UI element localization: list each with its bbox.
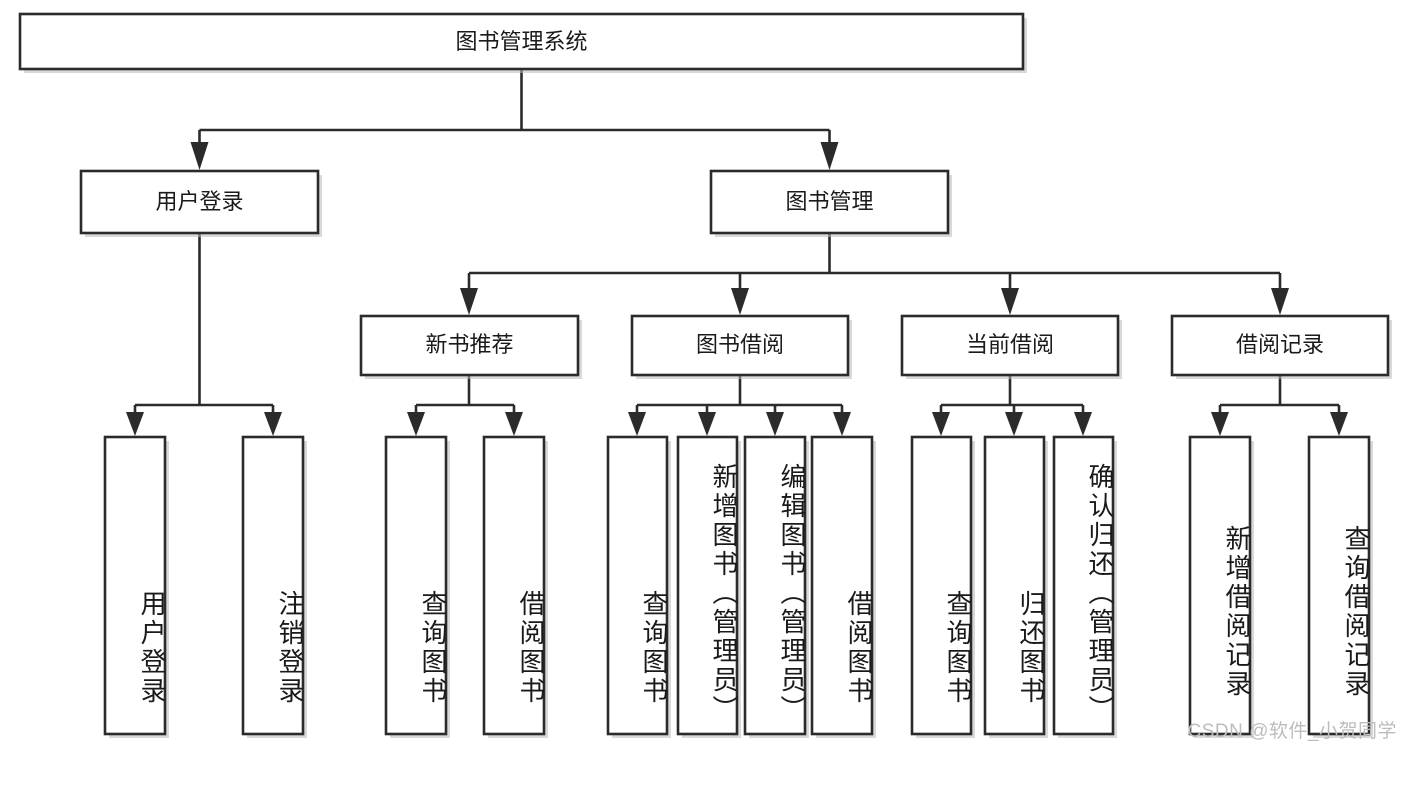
leaf-boxes [103, 435, 1373, 738]
connector-group-new-book-recommend [407, 375, 523, 436]
node-book-manage-rect[interactable] [709, 169, 950, 235]
leaf-return-book-rect[interactable] [983, 435, 1046, 736]
node-new-book-recommend[interactable]: 新书推荐 [359, 314, 582, 379]
leaf-query-book-2-rect[interactable] [606, 435, 669, 736]
node-current-borrow-rect[interactable] [900, 314, 1120, 377]
arrow-head-new-book-recommend [460, 288, 478, 315]
connector-group-book-borrow [628, 375, 851, 436]
connector-group-user-login [126, 233, 282, 436]
leaf-edit-book-rect[interactable] [743, 435, 807, 736]
leaf-query-book-3-rect[interactable] [910, 435, 973, 736]
arrow-head-leaf-query-book-2 [628, 412, 646, 436]
node-borrow-record-rect[interactable] [1170, 314, 1390, 377]
node-book-borrow-rect[interactable] [630, 314, 850, 377]
arrow-head-leaf-confirm-return [1074, 412, 1092, 436]
node-user-login-rect[interactable] [79, 169, 320, 235]
diagram-canvas: 图书管理系统 用户登录 图书管理 新书推荐 图书借阅 当前借阅 [18, 12, 1392, 738]
arrow-head-book-borrow [731, 288, 749, 315]
arrow-head-leaf-add-book [698, 412, 716, 436]
arrow-head-leaf-query-record [1330, 412, 1348, 436]
connector-group-borrow-record [1211, 375, 1348, 436]
leaf-borrow-book-2-rect[interactable] [810, 435, 874, 736]
node-root-rect[interactable] [18, 12, 1025, 71]
leaf-borrow-book-1-rect[interactable] [482, 435, 546, 736]
arrow-head-book-manage [820, 142, 839, 170]
node-root-label: 图书管理系统 [455, 29, 587, 54]
leaf-query-record-rect[interactable] [1307, 435, 1371, 736]
connector-group-book-manage [460, 233, 1289, 315]
node-user-login[interactable]: 用户登录 [79, 169, 322, 237]
node-book-borrow[interactable]: 图书借阅 [630, 314, 852, 379]
arrow-head-leaf-user-login [126, 412, 144, 436]
leaf-confirm-return-rect[interactable] [1052, 435, 1115, 736]
arrow-head-leaf-query-book-1 [407, 412, 425, 436]
leaf-user-login-rect[interactable] [103, 435, 167, 736]
arrow-head-leaf-borrow-book-1 [505, 412, 523, 436]
connector-group-current-borrow [932, 375, 1092, 436]
arrow-head-leaf-query-book-3 [932, 412, 950, 436]
arrow-head-leaf-return-book [1005, 412, 1023, 436]
leaf-logout-rect[interactable] [241, 435, 305, 736]
node-borrow-record-label: 借阅记录 [1236, 332, 1324, 357]
arrow-head-leaf-add-record [1211, 412, 1229, 436]
csdn-watermark: CSDN @软件_小贺同学 [1187, 721, 1397, 742]
node-root[interactable]: 图书管理系统 [18, 12, 1027, 73]
node-new-book-recommend-label: 新书推荐 [425, 332, 513, 357]
leaf-add-book-rect[interactable] [676, 435, 739, 736]
node-new-book-recommend-rect[interactable] [359, 314, 580, 377]
leaf-add-record-rect[interactable] [1188, 435, 1252, 736]
arrow-head-leaf-borrow-book-2 [833, 412, 851, 436]
arrow-head-borrow-record [1271, 288, 1289, 315]
node-book-manage-label: 图书管理 [785, 189, 873, 214]
node-current-borrow[interactable]: 当前借阅 [900, 314, 1122, 379]
arrow-head-current-borrow [1001, 288, 1019, 315]
leaf-query-book-1-rect[interactable] [384, 435, 448, 736]
arrow-head-leaf-edit-book [766, 412, 784, 436]
node-user-login-label: 用户登录 [155, 189, 243, 214]
arrow-head-leaf-logout [264, 412, 282, 436]
arrow-head-user-login [190, 142, 209, 170]
node-borrow-record[interactable]: 借阅记录 [1170, 314, 1392, 379]
flowchart-diagram: 图书管理系统 用户登录 图书管理 新书推荐 图书借阅 当前借阅 [18, 12, 1397, 742]
node-current-borrow-label: 当前借阅 [966, 332, 1054, 357]
node-book-borrow-label: 图书借阅 [696, 332, 784, 357]
node-book-manage[interactable]: 图书管理 [709, 169, 952, 237]
connector-group-root [190, 69, 839, 170]
